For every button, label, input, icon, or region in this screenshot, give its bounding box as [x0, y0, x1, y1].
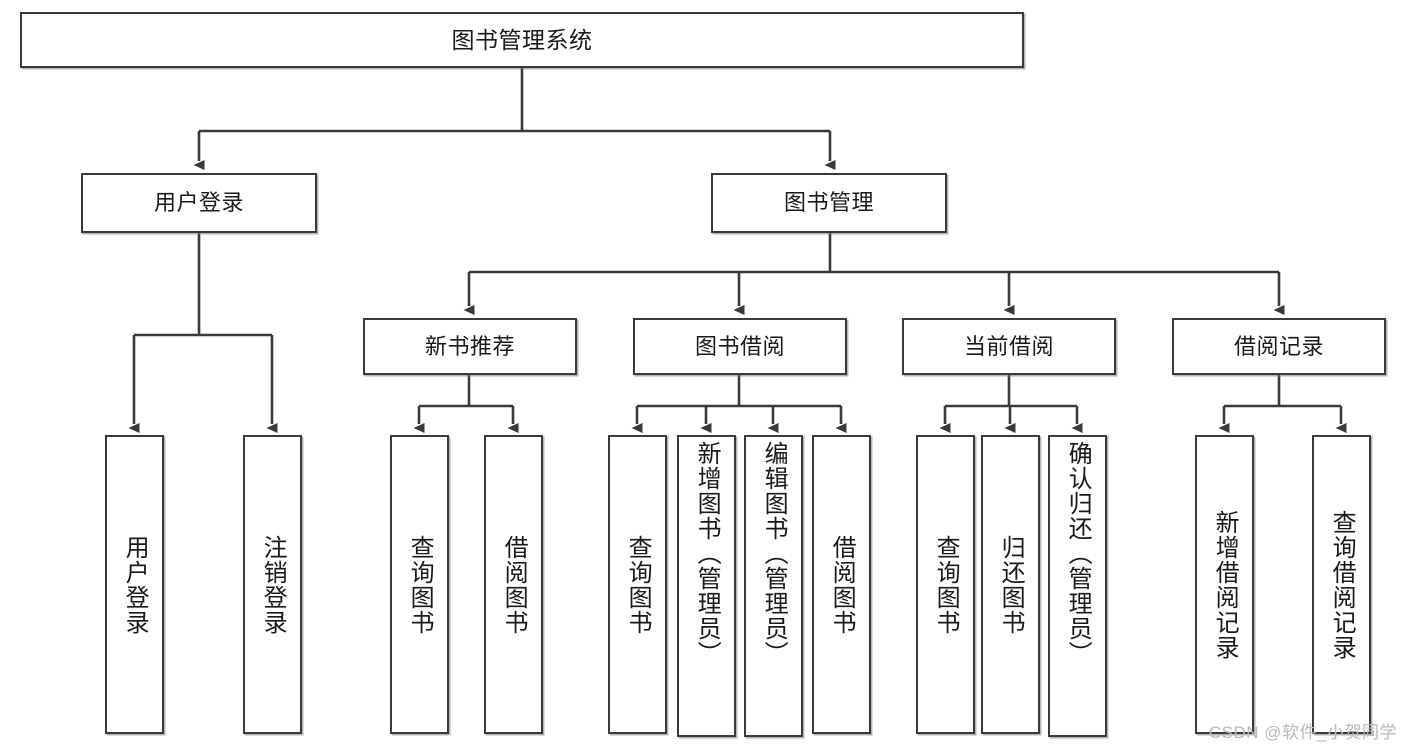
leaf-user-login[interactable]: 用户登录	[105, 435, 164, 734]
leaf-borrow-book-1[interactable]: 借阅图书	[484, 435, 543, 734]
node-label: 用户登录	[153, 190, 244, 216]
leaf-edit-book[interactable]: 编辑图书（管理员）	[744, 435, 803, 737]
node-label: 图书管理系统	[451, 26, 593, 53]
node-label: 借阅记录	[1233, 333, 1324, 359]
node-user-login[interactable]: 用户登录	[81, 173, 317, 233]
leaf-add-record[interactable]: 新增借阅记录	[1195, 435, 1254, 734]
node-label: 注销登录	[259, 534, 287, 635]
leaf-logout-login[interactable]: 注销登录	[243, 435, 302, 734]
node-label: 查询借阅记录	[1328, 509, 1356, 660]
node-label: 归还图书	[997, 534, 1025, 635]
node-label: 当前借阅	[963, 333, 1054, 359]
node-label: 图书管理	[783, 190, 874, 216]
node-label: 图书借阅	[694, 333, 785, 359]
node-label: 借阅图书	[828, 534, 856, 635]
node-label: 查询图书	[932, 534, 960, 635]
node-label: 用户登录	[121, 534, 149, 635]
leaf-query-record[interactable]: 查询借阅记录	[1312, 435, 1371, 734]
leaf-add-book[interactable]: 新增图书（管理员）	[677, 435, 736, 737]
node-label: 编辑图书（管理员）	[760, 441, 788, 666]
node-label: 借阅图书	[500, 534, 528, 635]
node-label: 查询图书	[624, 534, 652, 635]
node-label: 新书推荐	[424, 333, 515, 359]
node-book-management-system[interactable]: 图书管理系统	[20, 12, 1024, 68]
node-current-borrow[interactable]: 当前借阅	[902, 318, 1116, 375]
leaf-query-book-3[interactable]: 查询图书	[916, 435, 975, 734]
node-borrow-record[interactable]: 借阅记录	[1172, 318, 1386, 375]
leaf-return-book[interactable]: 归还图书	[981, 435, 1040, 734]
leaf-query-book-1[interactable]: 查询图书	[390, 435, 449, 734]
node-label: 新增借阅记录	[1211, 509, 1239, 660]
leaf-query-book-2[interactable]: 查询图书	[608, 435, 667, 734]
leaf-borrow-book-2[interactable]: 借阅图书	[812, 435, 871, 734]
node-label: 查询图书	[406, 534, 434, 635]
node-label: 新增图书（管理员）	[693, 441, 721, 666]
node-new-book-recommend[interactable]: 新书推荐	[363, 318, 577, 375]
node-book-management[interactable]: 图书管理	[711, 173, 947, 233]
csdn-watermark: CSDN @软件_小贺同学	[1208, 723, 1397, 742]
leaf-confirm-return[interactable]: 确认归还（管理员）	[1048, 435, 1107, 737]
node-label: 确认归还（管理员）	[1064, 441, 1092, 666]
node-book-borrow[interactable]: 图书借阅	[633, 318, 847, 375]
